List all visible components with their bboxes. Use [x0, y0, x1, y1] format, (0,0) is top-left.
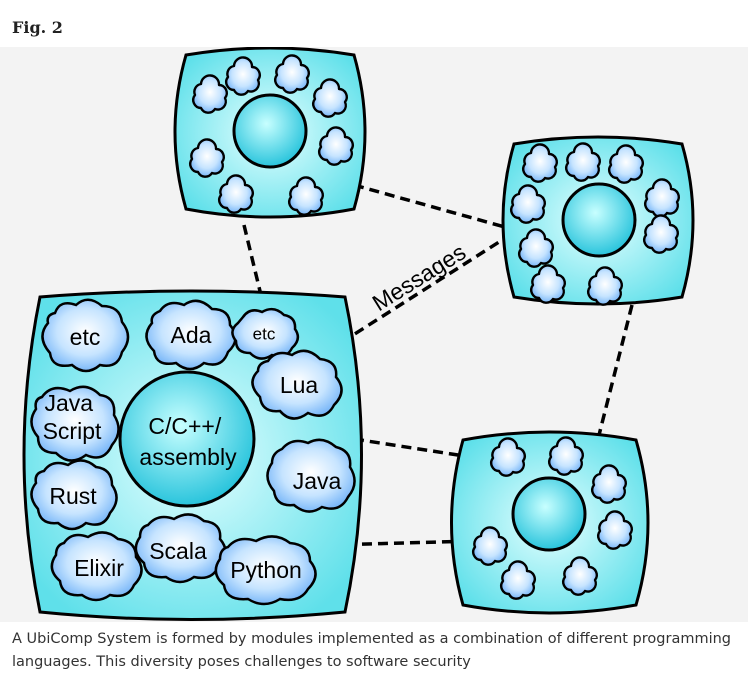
svg-text:Java: Java [293, 468, 342, 494]
svg-text:Rust: Rust [49, 483, 97, 509]
svg-text:etc: etc [70, 324, 101, 350]
svg-text:Elixir: Elixir [74, 555, 124, 581]
module-right [501, 135, 695, 306]
svg-text:Lua: Lua [280, 372, 319, 398]
cloud-etc-left: etc [41, 298, 130, 373]
cloud-etc-small: etc [231, 307, 300, 360]
figure-caption: A UbiComp System is formed by modules im… [12, 631, 732, 670]
figure-label: Fig. 2 [12, 18, 63, 37]
cloud-python: Python [214, 535, 317, 606]
link-main-to-right [327, 233, 511, 353]
cloud-elixir: Elixir [50, 531, 143, 602]
cloud-scala: Scala [134, 513, 227, 584]
core-label: C/C++/ assembly [139, 413, 237, 470]
figure-panel: C/C++/ assembly etc Ada etc Lua Java Scr… [0, 47, 748, 622]
messages-label: Messages [368, 239, 471, 317]
ubicomp-diagram: C/C++/ assembly etc Ada etc Lua Java Scr… [22, 47, 695, 621]
cloud-ada: Ada [145, 299, 237, 371]
javascript-label: Java Script [43, 390, 102, 444]
link-top-to-right [353, 183, 513, 231]
svg-text:Scala: Scala [149, 538, 207, 564]
cloud-javascript: Java Script [30, 385, 120, 462]
module-core [232, 93, 308, 169]
module-top [173, 47, 367, 219]
core-language-circle [118, 370, 256, 508]
cloud-lua: Lua [251, 349, 343, 420]
module-bottom [450, 430, 650, 615]
svg-text:Ada: Ada [171, 322, 212, 348]
module-main: C/C++/ assembly etc Ada etc Lua Java Scr… [22, 289, 363, 621]
svg-text:etc: etc [253, 324, 276, 343]
cloud-java: Java [266, 438, 356, 513]
module-core [511, 476, 587, 552]
link-top-to-main [242, 224, 276, 350]
link-right-to-bottom [596, 304, 634, 440]
cloud-rust: Rust [30, 459, 118, 531]
svg-text:Python: Python [230, 557, 302, 583]
link-main-to-bottom [353, 437, 459, 457]
module-core [561, 182, 637, 258]
